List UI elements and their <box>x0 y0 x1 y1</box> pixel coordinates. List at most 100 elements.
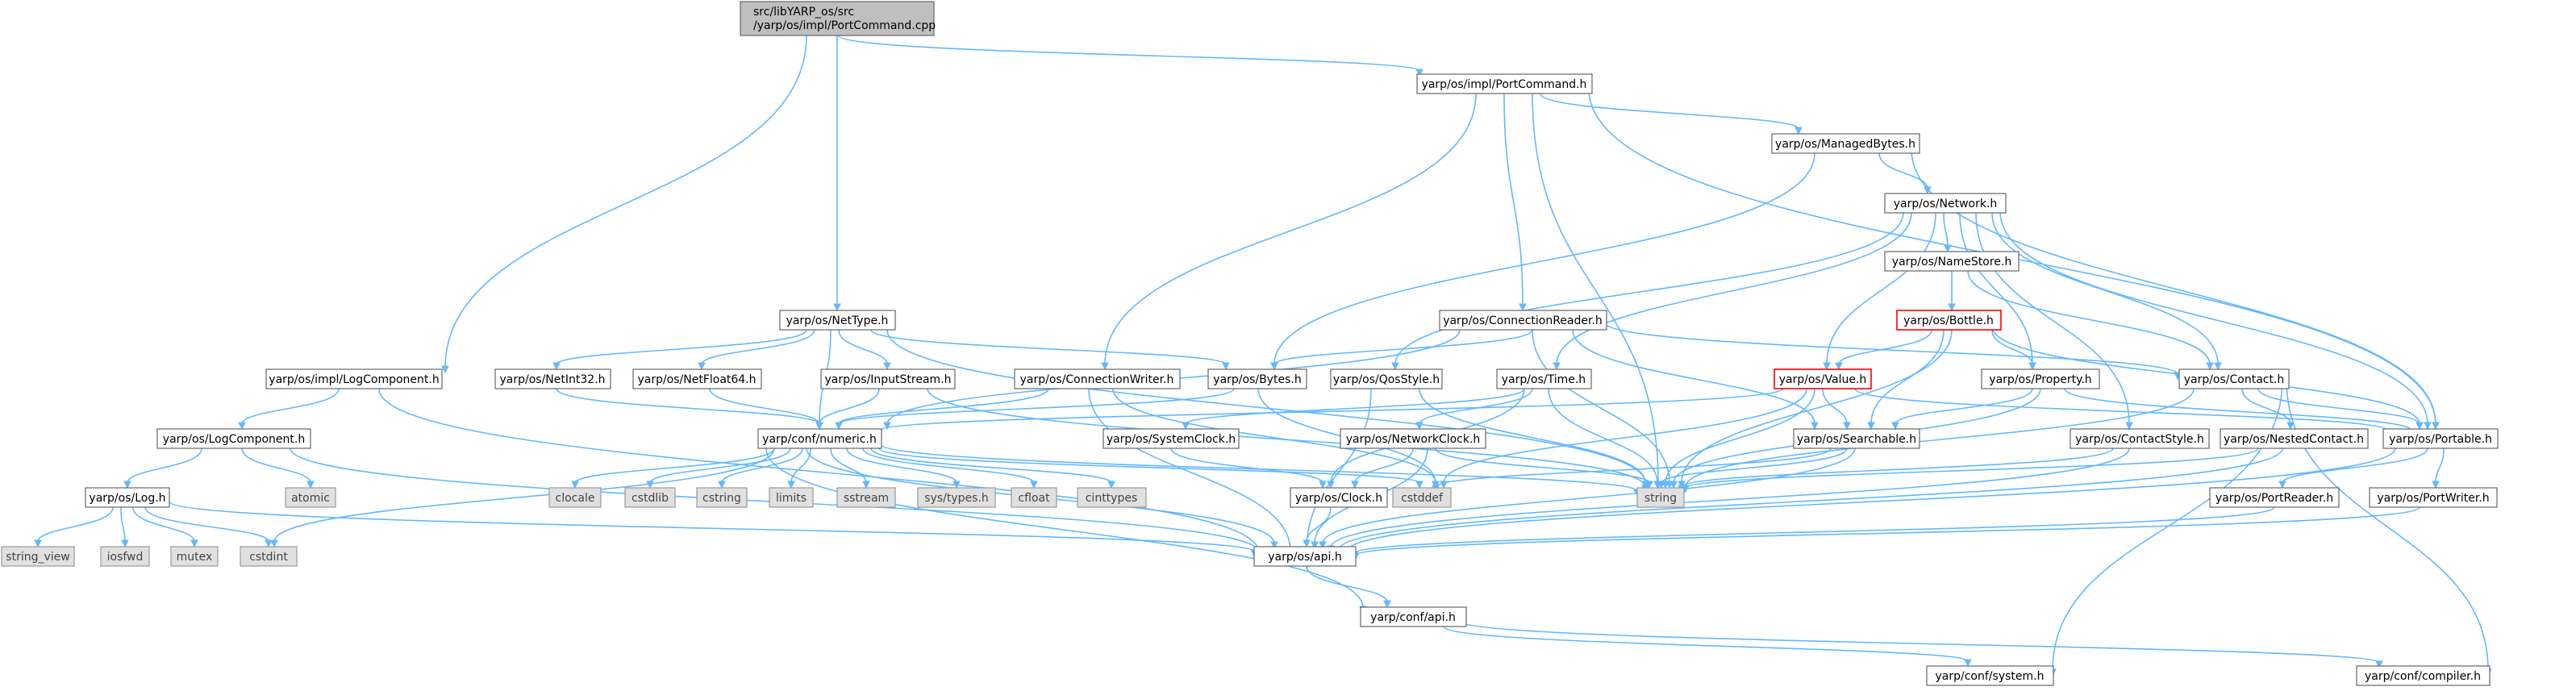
node-property-h[interactable]: yarp/os/Property.h <box>1981 368 2100 389</box>
dependency-edge <box>1322 447 1856 544</box>
dependency-edge <box>1683 447 2259 489</box>
dependency-edge <box>1273 329 1533 365</box>
edge-arrowhead <box>123 481 131 489</box>
node-label: yarp/conf/system.h <box>1936 670 2045 683</box>
dependency-edge <box>1681 447 2114 488</box>
node-label: limits <box>776 492 807 505</box>
node-sstream[interactable]: sstream <box>836 487 896 508</box>
dependency-edge <box>870 447 1112 484</box>
edge-arrowhead <box>1391 362 1399 371</box>
node-network-h[interactable]: yarp/os/Network.h <box>1884 193 2007 214</box>
node-networkclock-h[interactable]: yarp/os/NetworkClock.h <box>1340 428 1486 449</box>
node-string[interactable]: string <box>1636 487 1685 508</box>
node-numeric-h[interactable]: yarp/conf/numeric.h <box>757 428 882 449</box>
node-log-h[interactable]: yarp/os/Log.h <box>85 487 170 508</box>
node-label: yarp/os/PortReader.h <box>2215 492 2333 505</box>
edge-arrowhead <box>1823 362 1831 371</box>
node-label: yarp/os/Bottle.h <box>1903 314 1994 327</box>
dependency-edge <box>169 501 1255 552</box>
node-limits[interactable]: limits <box>769 487 814 508</box>
edge-arrowhead <box>306 481 315 489</box>
node-value-h[interactable]: yarp/os/Value.h <box>1774 368 1872 389</box>
edge-arrowhead <box>718 481 726 489</box>
node-label: yarp/os/Clock.h <box>1295 492 1382 505</box>
node-connectionwriter-h[interactable]: yarp/os/ConnectionWriter.h <box>1014 368 1181 389</box>
node-cstdint[interactable]: cstdint <box>240 546 298 567</box>
node-label: cstdlib <box>631 492 669 505</box>
node-clock-h[interactable]: yarp/os/Clock.h <box>1290 487 1388 508</box>
node-connectionreader-h[interactable]: yarp/os/ConnectionReader.h <box>1439 310 1607 331</box>
edge-arrowhead <box>1107 481 1115 489</box>
dependency-edge <box>120 506 126 543</box>
node-cstdlib[interactable]: cstdlib <box>624 487 676 508</box>
node-netint32-h[interactable]: yarp/os/NetInt32.h <box>494 368 611 389</box>
node-iosfwd[interactable]: iosfwd <box>100 546 150 567</box>
node-bottle-h[interactable]: yarp/os/Bottle.h <box>1896 310 2002 331</box>
node-cstring[interactable]: cstring <box>696 487 748 508</box>
node-portable-h[interactable]: yarp/os/Portable.h <box>2382 428 2499 449</box>
node-clocale[interactable]: clocale <box>548 487 602 508</box>
edge-arrowhead <box>815 422 823 431</box>
node-atomic[interactable]: atomic <box>285 487 336 508</box>
node-bytes-h[interactable]: yarp/os/Bytes.h <box>1207 368 1307 389</box>
node-netfloat64-h[interactable]: yarp/os/NetFloat64.h <box>632 368 762 389</box>
node-logcomponent-impl-h[interactable]: yarp/os/impl/LogComponent.h <box>265 368 443 389</box>
node-contact-h[interactable]: yarp/os/Contact.h <box>2178 368 2290 389</box>
node-namestore-h[interactable]: yarp/os/NameStore.h <box>1884 251 2020 272</box>
node-os-api-h[interactable]: yarp/os/api.h <box>1253 546 1357 567</box>
node-searchable-h[interactable]: yarp/os/Searchable.h <box>1793 428 1920 449</box>
edge-arrowhead <box>835 422 843 431</box>
node-label: cstring <box>702 492 741 505</box>
node-nestedcontact-h[interactable]: yarp/os/NestedContact.h <box>2220 428 2369 449</box>
node-nettype-h[interactable]: yarp/os/NetType.h <box>779 310 896 331</box>
dependency-edge <box>1394 212 1904 365</box>
node-cinttypes[interactable]: cinttypes <box>1077 487 1147 508</box>
node-label: yarp/os/NetType.h <box>786 314 889 327</box>
node-conf-api-h[interactable]: yarp/conf/api.h <box>1360 606 1467 627</box>
dependency-edge <box>1838 329 1932 365</box>
edge-arrowhead <box>2278 481 2286 489</box>
dependency-edge <box>241 447 311 484</box>
node-compiler-h[interactable]: yarp/conf/compiler.h <box>2356 665 2491 686</box>
node-label: cfloat <box>1018 492 1050 505</box>
node-portwriter-h[interactable]: yarp/os/PortWriter.h <box>2369 487 2498 508</box>
node-cfloat[interactable]: cfloat <box>1011 487 1057 508</box>
dependency-edge <box>556 388 820 425</box>
node-label: yarp/os/Portable.h <box>2389 433 2492 446</box>
edge-arrowhead <box>1835 362 1843 371</box>
dependency-edge <box>241 388 340 425</box>
edge-arrowhead <box>238 422 246 431</box>
dependency-edge <box>1443 626 1969 662</box>
node-managedbytes-h[interactable]: yarp/os/ManagedBytes.h <box>1771 133 1920 154</box>
edge-arrowhead <box>1944 244 1952 253</box>
node-qosstyle-h[interactable]: yarp/os/QosStyle.h <box>1330 368 1443 389</box>
edge-arrowhead <box>1030 481 1038 489</box>
dependency-edge <box>1273 152 1815 365</box>
node-system-h[interactable]: yarp/conf/system.h <box>1926 665 2054 686</box>
node-systypes-h[interactable]: sys/types.h <box>917 487 996 508</box>
edge-arrowhead <box>787 481 795 489</box>
node-label: cstddef <box>1401 492 1444 505</box>
node-portreader-h[interactable]: yarp/os/PortReader.h <box>2209 487 2340 508</box>
dependency-edge <box>1870 329 1945 425</box>
node-label: yarp/conf/api.h <box>1370 611 1456 624</box>
node-logcomponent-h[interactable]: yarp/os/LogComponent.h <box>156 428 311 449</box>
node-label: yarp/os/Log.h <box>89 492 165 505</box>
node-systemclock-h[interactable]: yarp/os/SystemClock.h <box>1103 428 1240 449</box>
edge-arrowhead <box>2416 422 2424 431</box>
dependency-edge <box>1306 565 1388 603</box>
node-label: clocale <box>556 492 595 505</box>
node-root-file[interactable]: src/libYARP_os/src /yarp/os/impl/PortCom… <box>740 1 936 36</box>
node-string-view[interactable]: string_view <box>1 546 75 567</box>
edge-arrowhead <box>1794 127 1803 135</box>
node-contactstyle-h[interactable]: yarp/os/ContactStyle.h <box>2070 428 2210 449</box>
node-portcommand-h[interactable]: yarp/os/impl/PortCommand.h <box>1416 73 1593 94</box>
node-mutex[interactable]: mutex <box>170 546 219 567</box>
edge-arrowhead <box>1270 541 1278 550</box>
node-inputstream-h[interactable]: yarp/os/InputStream.h <box>820 368 956 389</box>
node-time-h[interactable]: yarp/os/Time.h <box>1496 368 1592 389</box>
edge-arrowhead <box>2214 362 2222 371</box>
node-cstddef[interactable]: cstddef <box>1392 487 1452 508</box>
dependency-edge <box>838 388 1235 425</box>
